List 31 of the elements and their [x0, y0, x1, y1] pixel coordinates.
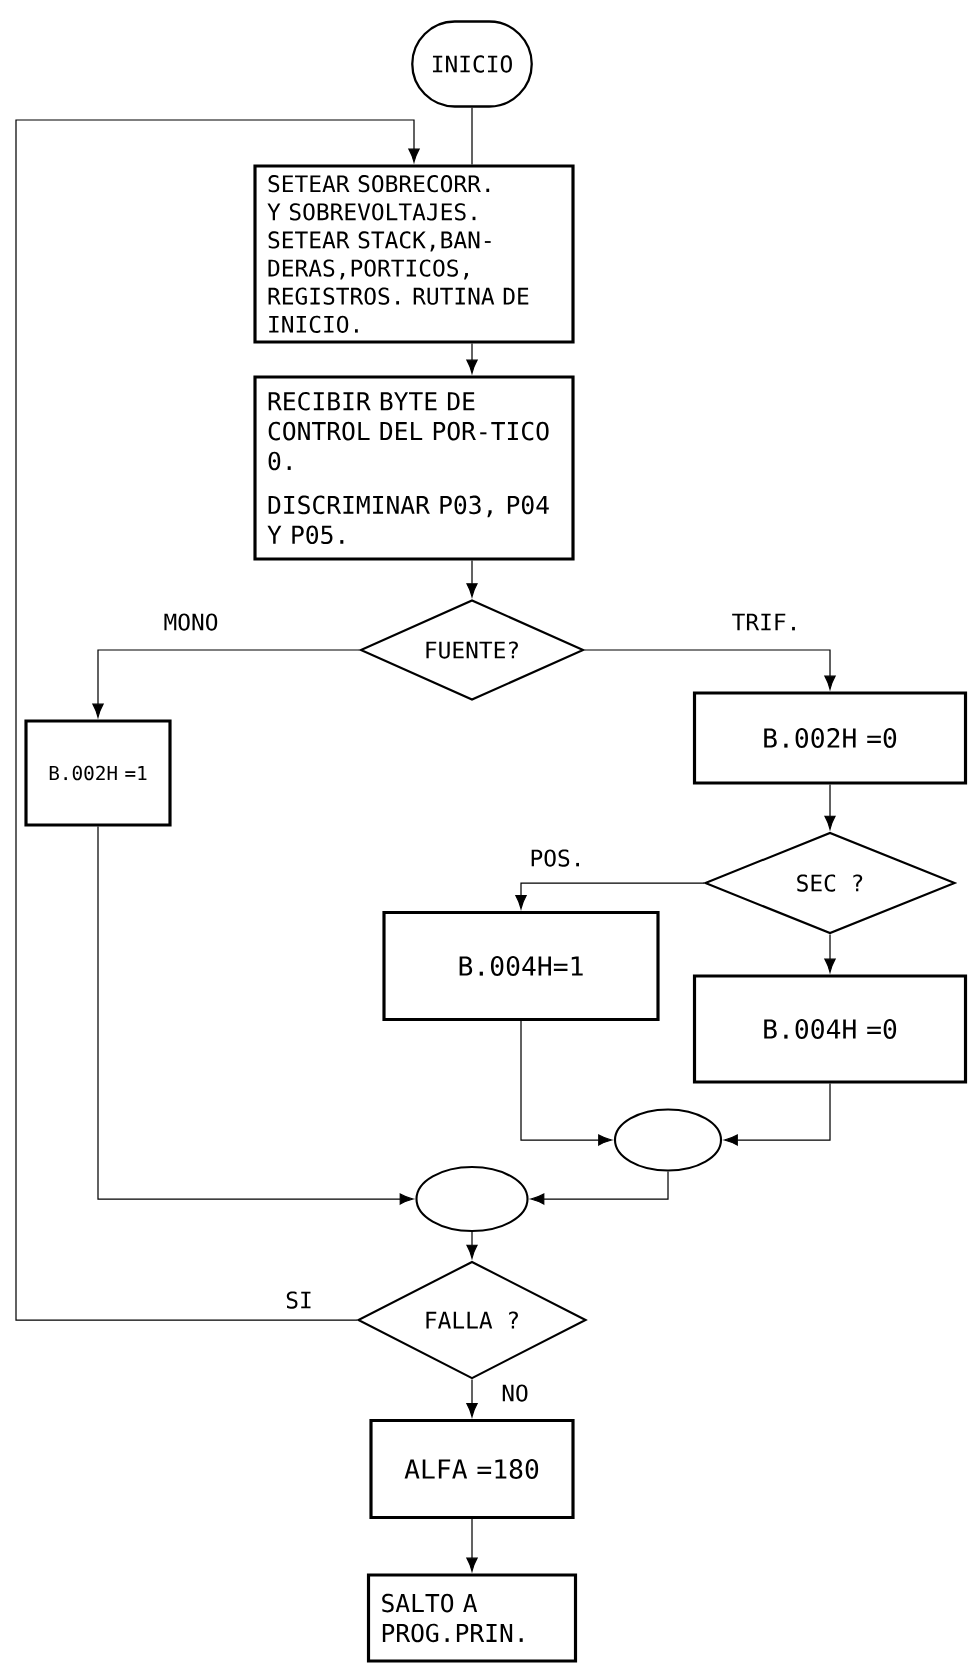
- arrow: [530, 1170, 669, 1205]
- arrow: [466, 1231, 478, 1259]
- arrow: [824, 933, 836, 973]
- arrow: [15, 119, 420, 1321]
- edge-label: NO: [499, 1382, 531, 1404]
- arrow: [466, 342, 478, 374]
- process-box: B.002H =0: [692, 691, 968, 785]
- arrow: [515, 882, 705, 910]
- process-box: SETEAR SOBRECORR. Y SOBREVOLTAJES. SETEAR STACK,BAN-DERAS,PORTICOS, REGISTROS. RUTINA DE INICIO.: [253, 164, 575, 344]
- connector-oval: [415, 1165, 529, 1233]
- connector-oval: [613, 1108, 723, 1172]
- process-box: ALFA =180: [369, 1418, 575, 1520]
- arrow: [824, 783, 836, 830]
- arrow: [723, 1082, 831, 1146]
- edge-label: TRIF.: [729, 611, 803, 633]
- edge-label: SI: [283, 1289, 315, 1311]
- connector-line: [471, 107, 473, 166]
- process-box: B.004H =0: [692, 974, 968, 1084]
- process-box: SALTO A PROG.PRIN.: [366, 1573, 578, 1663]
- process-box: B.004H=1: [382, 910, 660, 1022]
- arrow: [92, 649, 361, 718]
- process-box: RECIBIR BYTE DE CONTROL DEL POR-TICO 0. DISCRIMINAR P03, P04 Y P05.: [253, 375, 575, 561]
- arrow: [466, 1378, 478, 1418]
- edge-label: MONO: [161, 611, 221, 633]
- arrow: [583, 649, 836, 690]
- arrow: [520, 1020, 613, 1146]
- arrow: [97, 826, 414, 1205]
- arrow: [466, 1518, 478, 1572]
- arrow: [466, 559, 478, 598]
- edge-label: POS.: [527, 847, 587, 869]
- process-box: B.002H =1: [24, 719, 172, 827]
